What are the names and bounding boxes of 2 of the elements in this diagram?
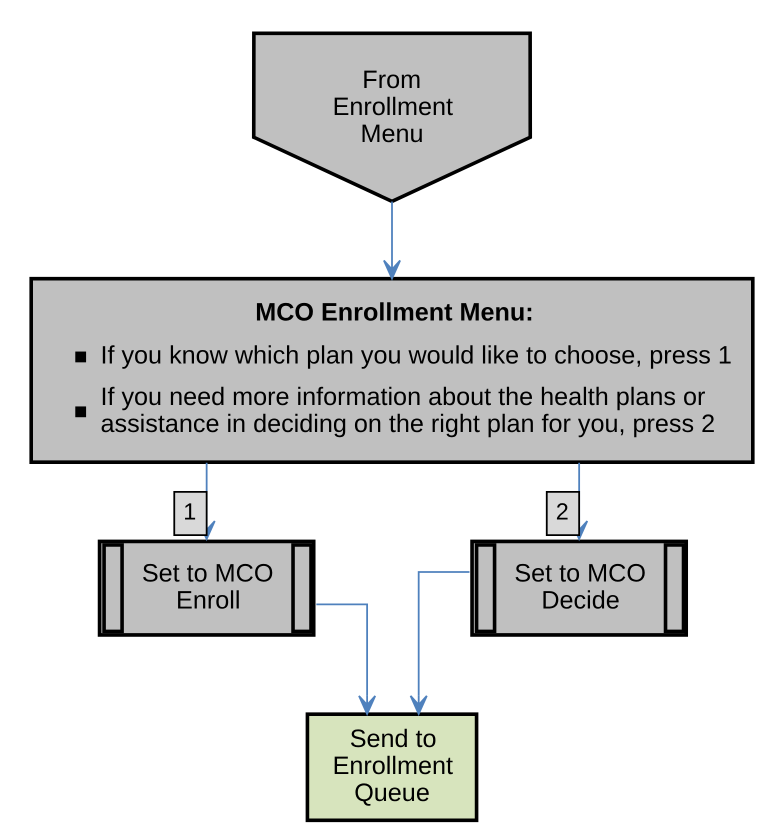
edge-label: 2 [555,498,568,525]
edge-label: 1 [182,498,196,525]
